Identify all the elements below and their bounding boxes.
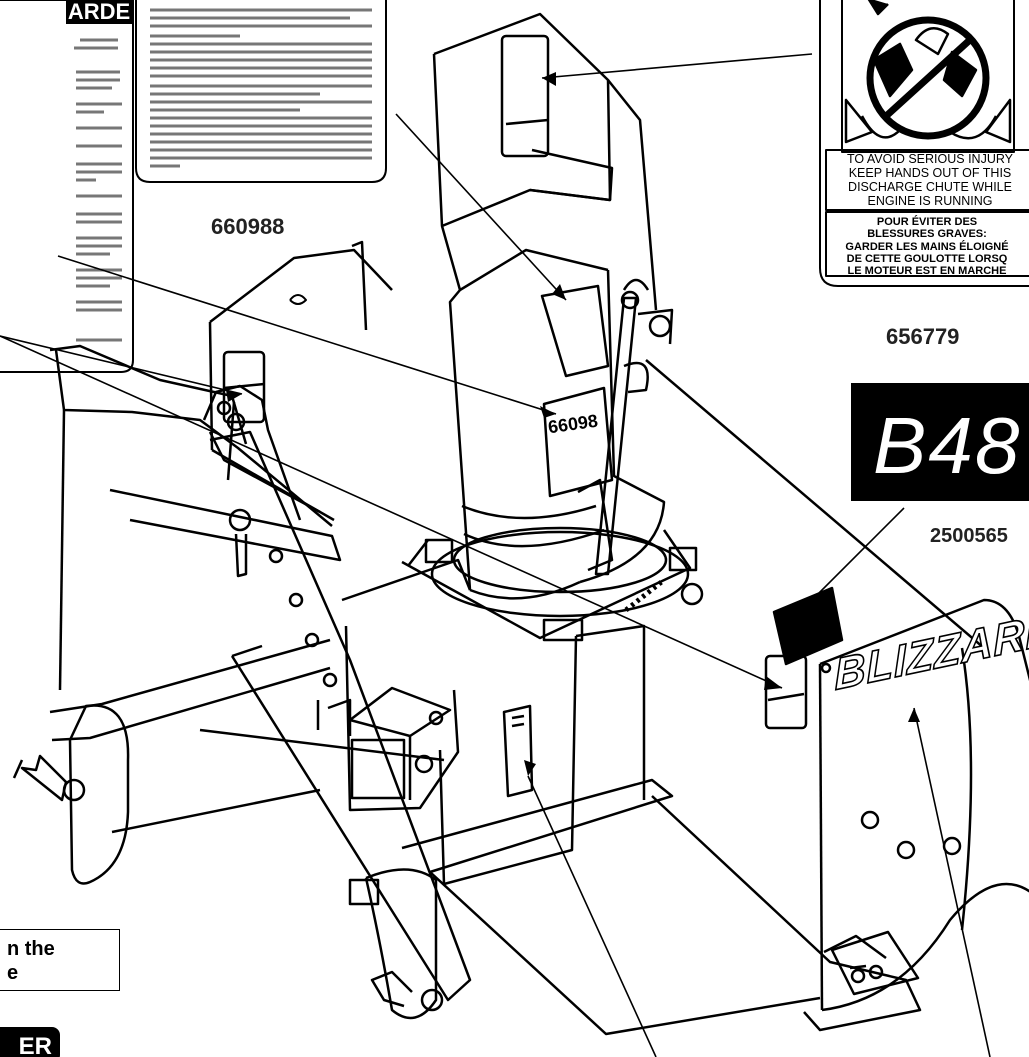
french-line: GARDER LES MAINS ÉLOIGNÉ: [845, 240, 1009, 253]
french-line: BLESSURES GRAVES:: [867, 228, 987, 241]
note-line: e: [7, 962, 19, 984]
machine-decals: [222, 294, 844, 730]
english-line: TO AVOID SERIOUS INJURY: [846, 152, 1013, 166]
note-line: n the: [7, 938, 55, 960]
three-point-hitch: [12, 344, 380, 906]
french-line: POUR ÉVITER DES: [876, 216, 978, 228]
side-panel-bolts: [820, 662, 962, 860]
part-number-chute-decal: 660988: [211, 214, 285, 239]
hitch-arms: [202, 384, 472, 1020]
english-line: DISCHARGE CHUTE WHILE: [848, 180, 1012, 194]
blower-housing: [208, 240, 1029, 1012]
model-decal-text: B48: [873, 401, 1022, 490]
safety-decal-outline: [819, 0, 1029, 287]
english-warning-decal: [135, 0, 387, 183]
discharge-chute: [432, 12, 666, 600]
part-number-model-decal: 2500565: [930, 525, 1008, 547]
skid-shoe: [830, 930, 920, 996]
lower-housing: [199, 624, 922, 1036]
chute-crank: [594, 278, 674, 576]
gearbox: [316, 558, 472, 812]
model-decal-panel: [851, 383, 1029, 501]
english-line: KEEP HANDS OUT OF THIS: [848, 166, 1012, 180]
leader-lines: [0, 53, 991, 1057]
corner-tag: ER: [0, 1027, 60, 1057]
safety-decal-english: TO AVOID SERIOUS INJURY KEEP HANDS OUT O…: [826, 152, 1029, 208]
safety-decal-french: POUR ÉVITER DES BLESSURES GRAVES: GARDER…: [820, 216, 1029, 278]
part-number-safety-decal: 656779: [886, 324, 960, 349]
leader-arrowheads: [226, 72, 920, 776]
french-decal-header: ARDE: [66, 0, 132, 24]
french-line: LE MOTEUR EST EN MARCHE: [847, 265, 1007, 278]
chute-rotation-ring: [401, 526, 704, 642]
english-line: ENGINE IS RUNNING: [867, 194, 993, 208]
french-line: DE CETTE GOULOTTE LORSQ: [846, 252, 1008, 265]
note-box: n the e: [0, 929, 120, 991]
french-warning-decal: [0, 0, 134, 373]
